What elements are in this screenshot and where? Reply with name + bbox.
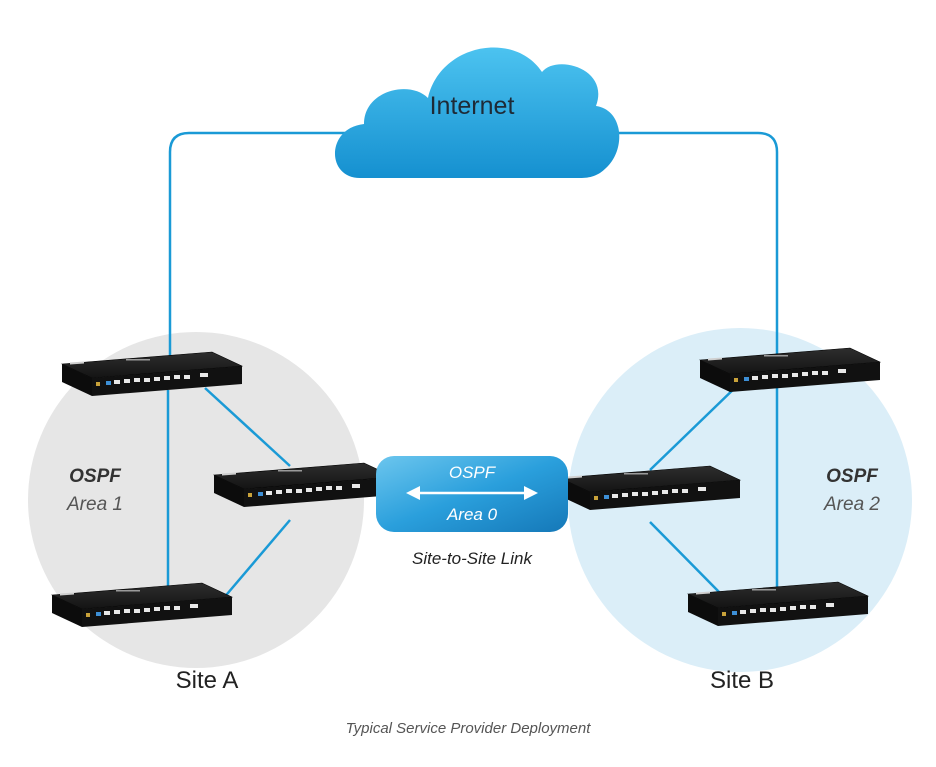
link-area-label: Area 0 bbox=[446, 505, 498, 524]
figure-caption: Typical Service Provider Deployment bbox=[345, 720, 591, 737]
site-b-internet-link bbox=[600, 131, 779, 370]
internet-label: Internet bbox=[429, 92, 515, 120]
site-b-area-label: Area 2 bbox=[824, 494, 880, 515]
site-a-area-label: Area 1 bbox=[67, 494, 123, 515]
site-to-site-link-label: Site-to-Site Link bbox=[412, 549, 532, 568]
site-b-links bbox=[649, 382, 779, 596]
site-a-internet-link bbox=[168, 131, 350, 375]
site-a-label: Site A bbox=[175, 667, 239, 694]
site-a-links bbox=[166, 387, 291, 601]
site-a-area-circle bbox=[28, 332, 364, 668]
internet-cloud-icon bbox=[334, 47, 620, 178]
bidirectional-arrow-icon bbox=[406, 486, 538, 500]
site-a-protocol-label: OSPF bbox=[69, 466, 121, 487]
site-b-protocol-label: OSPF bbox=[826, 466, 878, 487]
link-protocol-label: OSPF bbox=[448, 463, 496, 482]
site-b-label: Site B bbox=[709, 667, 775, 694]
